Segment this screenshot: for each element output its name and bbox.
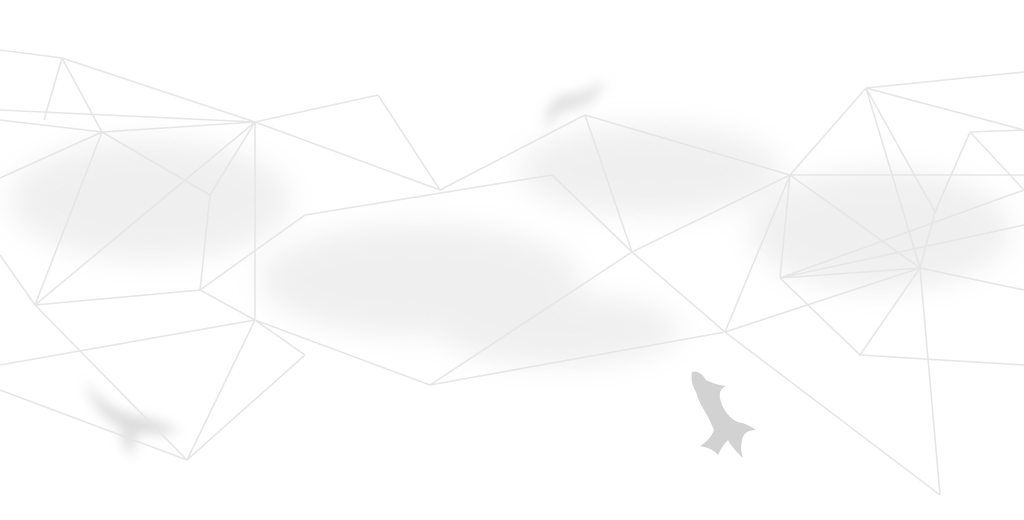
wireframe-line — [584, 114, 791, 176]
wireframe-lines — [0, 49, 1024, 496]
wireframe-line — [254, 319, 306, 356]
wireframe-line — [0, 319, 256, 366]
wireframe-line — [0, 131, 103, 179]
wireframe-line — [34, 131, 103, 306]
wireframe-line — [209, 121, 256, 196]
wireframe-line — [199, 194, 211, 291]
wireframe-line — [199, 214, 306, 291]
wireframe-line — [377, 94, 441, 191]
wireframe-line — [439, 114, 586, 191]
wireframe-line — [34, 121, 256, 306]
wireframe-line — [429, 251, 633, 386]
wireframe-line — [584, 114, 633, 253]
smoke-layer — [10, 125, 1010, 365]
wireframe-line — [34, 289, 201, 306]
wireframe-line — [789, 87, 867, 176]
wireframe-line — [254, 319, 431, 386]
wireframe-line — [429, 331, 726, 386]
wireframe-line — [865, 87, 1024, 131]
wireframe-line — [254, 94, 379, 123]
wireframe-line — [631, 174, 791, 253]
wireframe-line — [0, 119, 103, 133]
wireframe-line — [43, 57, 63, 121]
wireframe-line — [0, 109, 256, 123]
wireframe-line — [779, 174, 791, 279]
wireframe-line — [186, 319, 256, 461]
wireframe-line — [34, 304, 188, 461]
wireframe-line — [631, 251, 726, 333]
wireframe-line — [0, 49, 63, 59]
wireframe-line — [859, 354, 1024, 366]
wireframe-line — [101, 121, 256, 133]
wireframe-line — [61, 57, 256, 123]
wireframe-line — [0, 389, 188, 461]
wireframe-line — [304, 174, 553, 216]
wireframe-line — [779, 189, 1024, 279]
wireframe-line — [934, 131, 971, 213]
wireframe-line — [61, 57, 103, 133]
wireframe-line — [779, 224, 1024, 279]
blurred-koi-fish-icon — [85, 380, 178, 455]
wireframe-line — [865, 87, 921, 269]
wireframe-line — [551, 174, 633, 253]
wireframe-line — [724, 267, 921, 333]
wireframe-line — [724, 331, 941, 496]
wireframe-line — [865, 71, 1024, 89]
wireframe-line — [865, 87, 936, 213]
wireframe-line — [779, 277, 861, 356]
wireframe-line — [919, 267, 1024, 291]
wireframe-line — [779, 267, 921, 279]
wireframe-line — [919, 211, 936, 269]
goldfish-icon — [691, 371, 756, 458]
blurred-koi-fish-icon — [545, 80, 605, 130]
wireframe-line — [859, 267, 921, 356]
wireframe-line — [969, 131, 1024, 191]
wireframe-line — [919, 267, 941, 496]
wireframe-line — [101, 131, 211, 196]
wireframe-line — [254, 121, 441, 191]
wireframe-line — [199, 289, 256, 321]
wireframe-line — [724, 174, 791, 333]
wireframe-line — [0, 254, 36, 306]
wireframe-line — [186, 354, 306, 461]
wireframe-line — [969, 129, 1024, 133]
